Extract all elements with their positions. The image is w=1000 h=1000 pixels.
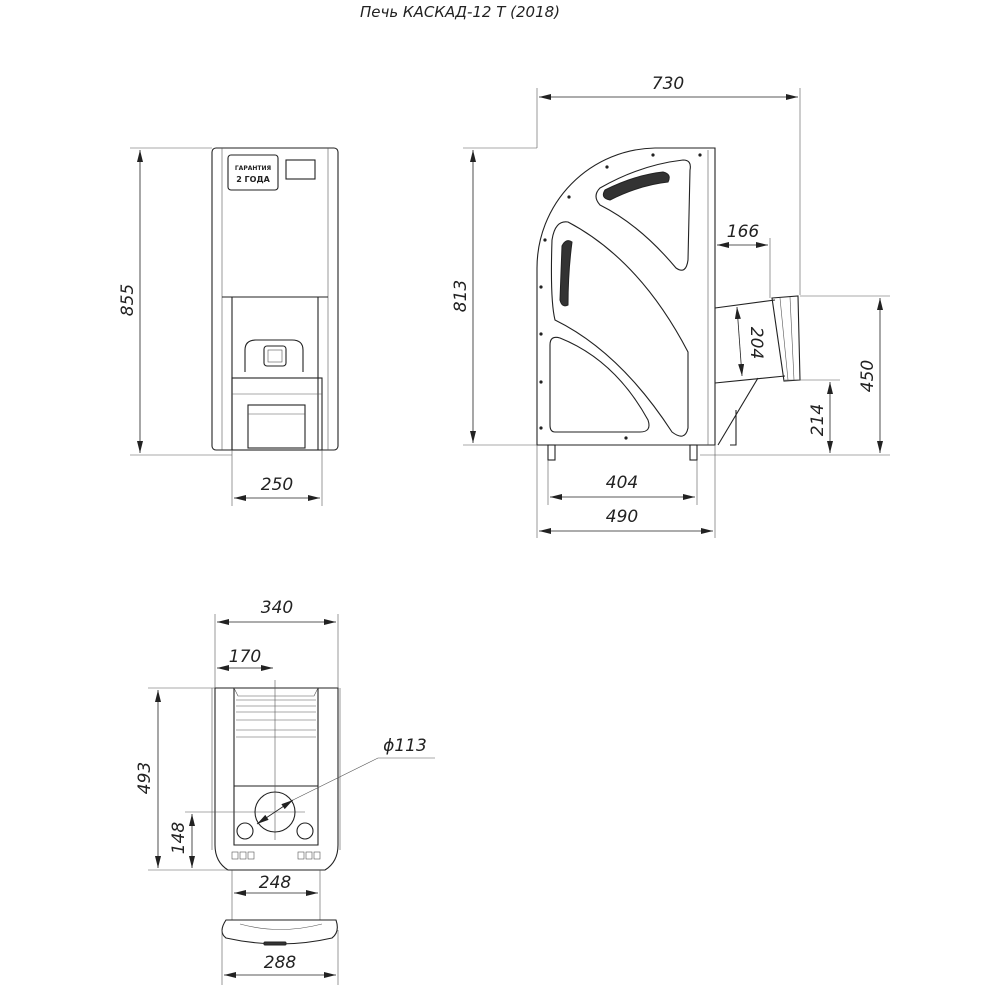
svg-text:214: 214	[808, 404, 828, 436]
dim-250: 250	[231, 450, 323, 506]
svg-text:813: 813	[451, 280, 471, 312]
dim-248: 248	[234, 873, 318, 896]
dim-340: 340	[214, 598, 339, 688]
front-view: ГАРАНТИЯ 2 ГОДА	[211, 147, 339, 451]
nameplate	[285, 159, 316, 180]
svg-text:ϕ113: ϕ113	[383, 736, 427, 756]
dim-148: 148	[169, 814, 195, 868]
flue-outlet	[254, 791, 296, 833]
dim-813: 813	[451, 147, 537, 446]
svg-text:730: 730	[652, 74, 684, 94]
svg-text:450: 450	[858, 360, 878, 392]
dim-493: 493	[135, 687, 228, 871]
dim-170: 170	[217, 647, 273, 671]
svg-text:204: 204	[746, 327, 766, 359]
svg-text:250: 250	[261, 475, 293, 495]
dim-214: 214	[785, 379, 840, 453]
dim-450: 450	[700, 295, 890, 456]
dim-288: 288	[221, 930, 339, 985]
door-handle	[244, 339, 304, 372]
dim-diameter-113: ϕ113	[256, 736, 435, 825]
dim-204: 204	[734, 306, 766, 377]
svg-text:340: 340	[261, 598, 293, 618]
svg-text:148: 148	[169, 822, 189, 855]
svg-text:288: 288	[264, 953, 297, 973]
svg-text:404: 404	[606, 473, 638, 493]
svg-text:170: 170	[229, 647, 261, 667]
svg-text:2 ГОДА: 2 ГОДА	[236, 175, 270, 184]
dim-404: 404	[547, 460, 698, 505]
svg-text:855: 855	[118, 284, 138, 316]
svg-text:166: 166	[727, 222, 760, 242]
svg-text:ГАРАНТИЯ: ГАРАНТИЯ	[235, 165, 272, 172]
svg-text:490: 490	[606, 507, 638, 527]
dim-166: 166	[717, 222, 771, 298]
drawing-title: Печь КАСКАД-12 Т (2018)	[360, 3, 560, 21]
ash-box	[221, 919, 338, 946]
warranty-badge: ГАРАНТИЯ 2 ГОДА	[227, 154, 279, 191]
top-view	[185, 680, 341, 946]
dim-855: 855	[118, 147, 232, 456]
flue-pipe	[714, 295, 801, 384]
side-view	[536, 147, 801, 461]
dim-730: 730	[536, 74, 801, 295]
svg-text:248: 248	[259, 873, 292, 893]
dim-490: 490	[536, 445, 716, 538]
svg-text:493: 493	[135, 762, 155, 794]
ash-door	[231, 377, 323, 451]
